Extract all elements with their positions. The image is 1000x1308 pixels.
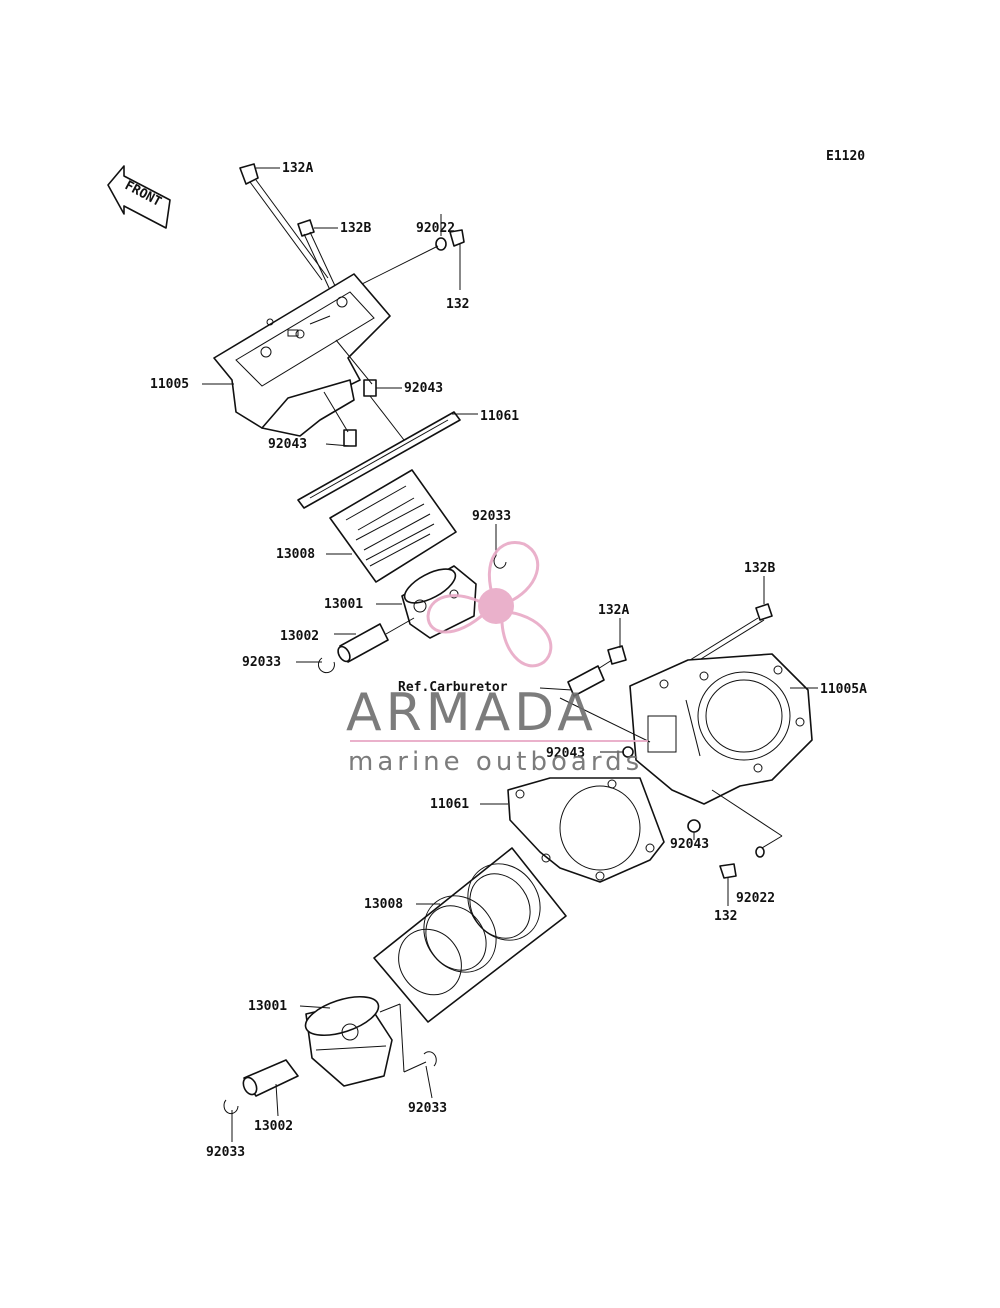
cylinder-block-11005a [629,653,813,805]
callout-132b-right: 132B [744,561,775,576]
callout-132-bottom: 132 [714,909,737,924]
dowel-92043-top-left [343,429,357,447]
callout-92033-bottom-right: 92033 [408,1101,447,1116]
dowel-92043-top-right [363,379,377,397]
front-arrow-icon: FRONT [107,165,171,229]
callout-13008-bottom: 13008 [364,897,403,912]
piston-13001-top [401,565,477,639]
clip-92033-bottom-left [223,1099,239,1115]
armada-watermark: ARMADA marine outboards [346,541,648,777]
propeller-logo-icon [426,541,553,668]
callout-13008-top: 13008 [276,547,315,562]
clip-92033-bottom-right [423,1051,437,1067]
piston-rings-13008-top [329,469,457,583]
callout-92043-top-left: 92043 [268,437,307,452]
callout-92033-top-left: 92033 [242,655,281,670]
piston-rings-13008-bottom [373,847,567,1023]
piston-pin-13002-bottom [242,1059,299,1097]
callout-92022-bottom: 92022 [736,891,775,906]
callout-13002-top: 13002 [280,629,319,644]
callout-92033-bottom-left: 92033 [206,1145,245,1160]
callout-92043-bottom: 92043 [670,837,709,852]
callout-11005a: 11005A [820,682,867,697]
callout-11061-bottom: 11061 [430,797,469,812]
callout-92043-mid: 92043 [546,746,585,761]
callout-13001-top: 13001 [324,597,363,612]
piston-13001-bottom [304,995,393,1087]
bolt-132b-top [297,219,337,291]
callout-11061-top: 11061 [480,409,519,424]
piston-pin-13002-top [337,623,389,663]
watermark-tagline: marine outboards [348,747,643,777]
callout-92043-top-right: 92043 [404,381,443,396]
callout-13002-bottom: 13002 [254,1119,293,1134]
callout-13001-bottom: 13001 [248,999,287,1014]
bolt-132a-top [239,163,329,281]
callout-92022-top: 92022 [416,221,455,236]
watermark-brand: ARMADA [346,683,597,743]
washer-92022-top [435,237,447,251]
callout-132a-top: 132A [282,161,313,176]
bolt-132-top [449,229,465,247]
gasket-11061-top [297,411,461,509]
bolt-132b-right [689,603,773,663]
cylinder-block-11005 [213,273,391,437]
callout-132b-top: 132B [340,221,371,236]
carburetor-tube [567,665,605,697]
gasket-11061-bottom [507,777,665,883]
washer-92022-bottom [755,846,765,858]
dowel-92043-bottom [687,819,701,833]
bolt-132-bottom [719,863,737,879]
callout-92033-top: 92033 [472,509,511,524]
ref-carburetor-note: Ref.Carburetor [398,680,508,695]
clip-92033-top-left [318,657,335,674]
clip-92033-top [493,555,507,569]
callout-132a-mid: 132A [598,603,629,618]
callout-132-top: 132 [446,297,469,312]
callout-labels: 132A 132B 92022 132 11005 92043 11061 92… [150,161,867,1160]
diagram-code: E1120 [826,149,865,164]
callout-11005: 11005 [150,377,189,392]
